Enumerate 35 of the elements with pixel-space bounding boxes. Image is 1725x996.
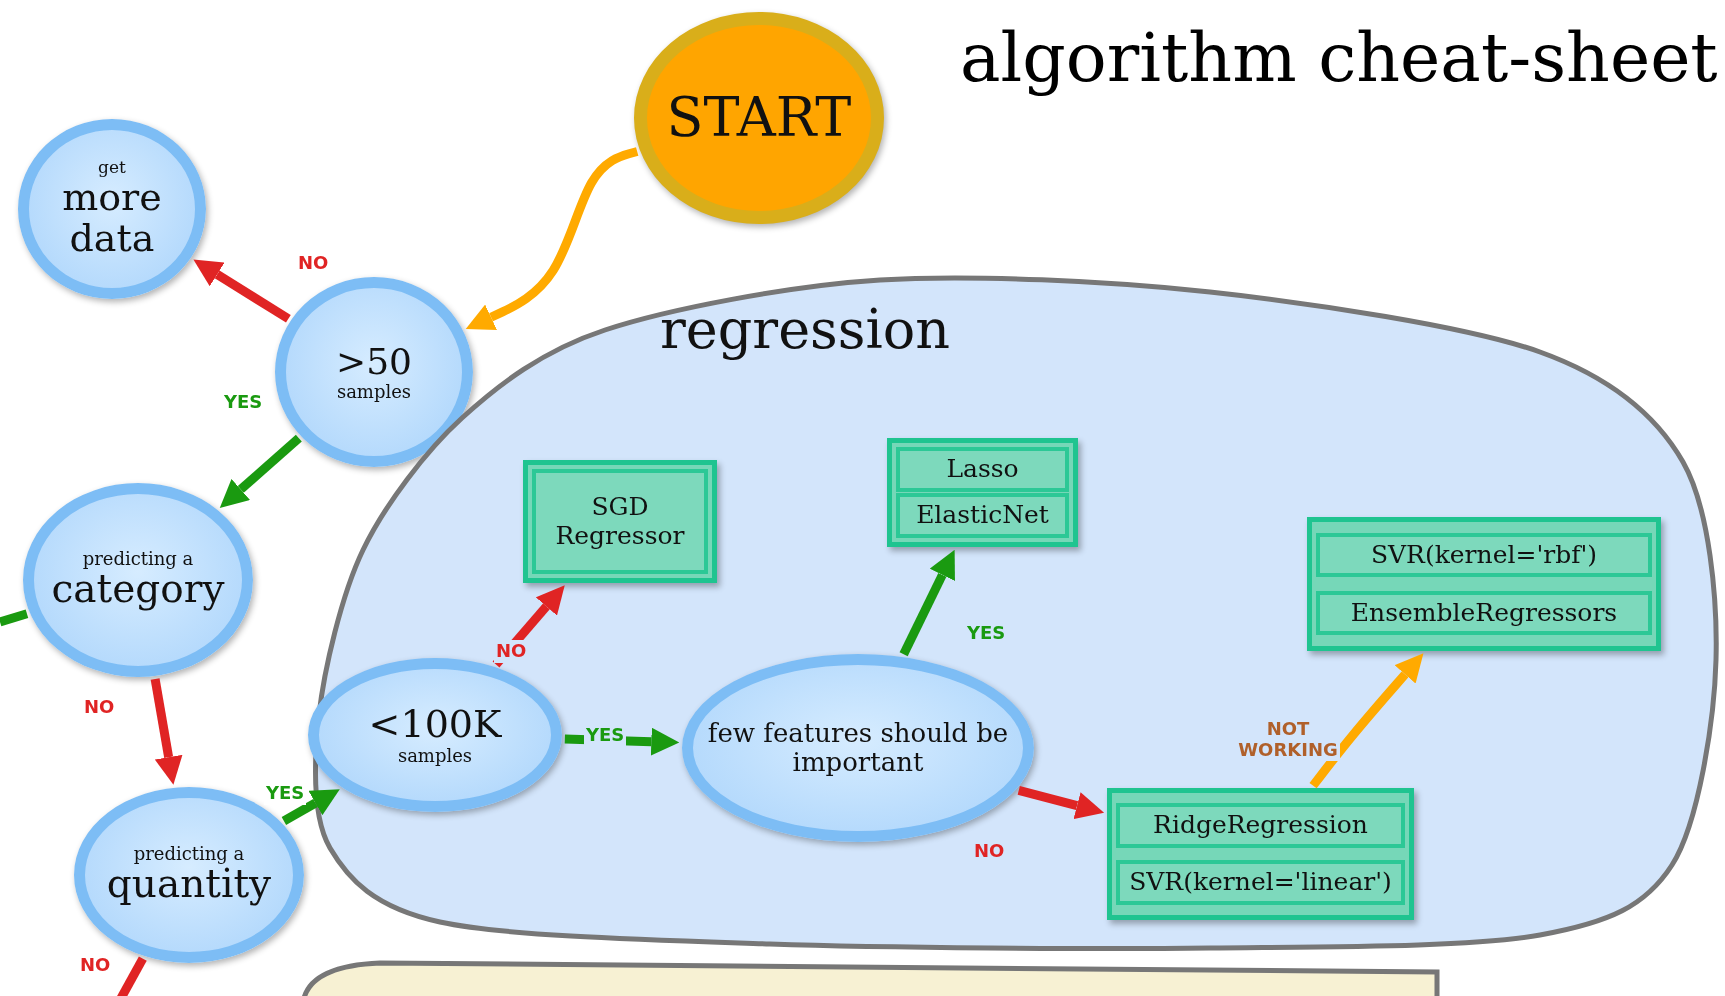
algorithm-box <box>1107 788 1414 920</box>
algorithm-name: SGD Regressor <box>532 469 708 574</box>
arrow <box>150 678 183 785</box>
node-text: START <box>666 88 852 148</box>
algorithm-name: EnsembleRegressors <box>1316 590 1652 636</box>
arrow <box>281 789 340 825</box>
arrow <box>1309 653 1424 789</box>
node-text: get <box>98 157 126 177</box>
algorithm-box <box>887 438 1078 547</box>
arrow <box>219 434 302 508</box>
node-text: category <box>51 568 225 612</box>
node-text: quantity <box>106 863 272 907</box>
title: algorithm cheat-sheet <box>960 18 1718 97</box>
node-text: samples <box>336 381 412 402</box>
algorithm-box <box>1307 517 1661 651</box>
arrow <box>193 259 291 323</box>
algorithm-name: SVR(kernel='rbf') <box>1316 532 1652 578</box>
region-title: regression <box>660 298 951 361</box>
algorithm-name: Lasso <box>896 447 1069 493</box>
node-text: few features should be important <box>706 719 1010 777</box>
algorithm-name: ElasticNet <box>896 492 1069 538</box>
node-text: predicting a <box>82 548 194 569</box>
arrow <box>899 549 955 657</box>
algorithm-name: RidgeRegression <box>1116 803 1405 848</box>
node-text: more data <box>61 176 163 261</box>
algorithm-box <box>523 460 717 583</box>
edge-label: NO <box>494 640 529 663</box>
region-blob <box>300 958 1440 996</box>
node-text: >50 <box>336 342 412 382</box>
node-text: <100K <box>368 704 502 746</box>
arrow <box>465 147 639 330</box>
node-text: predicting a <box>133 843 245 864</box>
algorithm-name: SVR(kernel='linear') <box>1116 860 1405 905</box>
arrow <box>1017 786 1105 820</box>
node-text: samples <box>397 746 473 766</box>
